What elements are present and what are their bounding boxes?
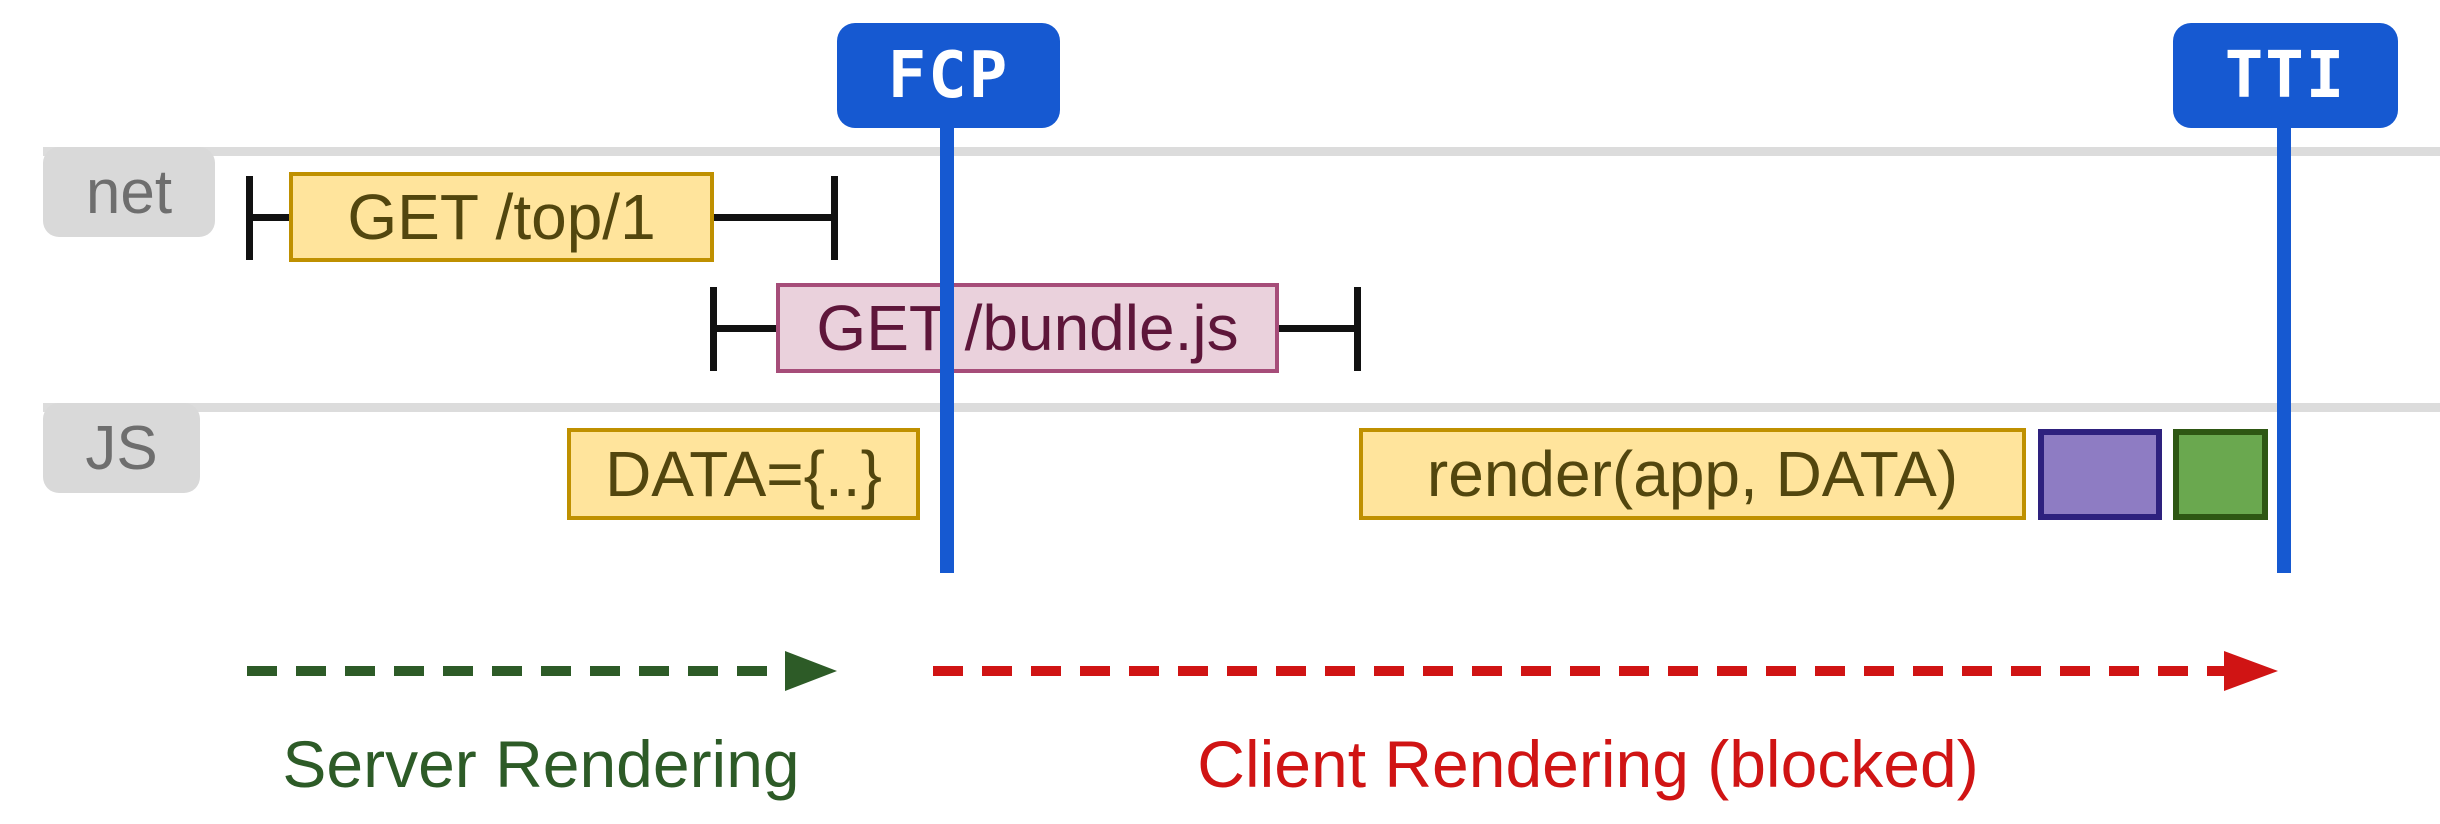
- net-track-label-text: net: [85, 157, 173, 227]
- client-rendering-label: Client Rendering (blocked): [1197, 727, 1979, 801]
- request-box-get-bundle-js-label: GET /bundle.js: [816, 292, 1239, 364]
- js-task-box-data: DATA={..}: [567, 428, 920, 520]
- js-task-box-data-label: DATA={..}: [605, 438, 882, 510]
- request-box-get-top1: GET /top/1: [289, 172, 714, 262]
- js-track-label: JS: [43, 403, 200, 493]
- js-track-line: [43, 403, 2440, 412]
- server-rendering-arrow: [247, 651, 837, 691]
- top1-request-end-tick: [831, 176, 838, 260]
- bundle-request-end-tick: [1354, 287, 1361, 371]
- net-track-label: net: [43, 147, 215, 237]
- tti-badge-label: TTI: [2224, 38, 2347, 113]
- top1-request-start-tick: [246, 176, 253, 260]
- js-task-box-purple: [2038, 429, 2162, 520]
- js-track-label-text: JS: [85, 413, 158, 483]
- fcp-badge-label: FCP: [887, 38, 1010, 113]
- fcp-badge: FCP: [837, 23, 1060, 128]
- request-box-get-bundle-js: GET /bundle.js: [776, 283, 1279, 373]
- bundle-request-start-tick: [710, 287, 717, 371]
- net-track-line: [43, 147, 2440, 156]
- js-task-box-render-label: render(app, DATA): [1426, 438, 1959, 510]
- tti-marker-line: [2277, 110, 2291, 573]
- request-box-get-top1-label: GET /top/1: [347, 181, 656, 253]
- server-rendering-label: Server Rendering: [282, 727, 800, 801]
- fcp-marker-line: [940, 110, 954, 573]
- client-rendering-arrow: [933, 651, 2278, 691]
- js-task-box-render: render(app, DATA): [1359, 428, 2026, 520]
- tti-badge: TTI: [2173, 23, 2398, 128]
- js-task-box-green: [2173, 429, 2268, 520]
